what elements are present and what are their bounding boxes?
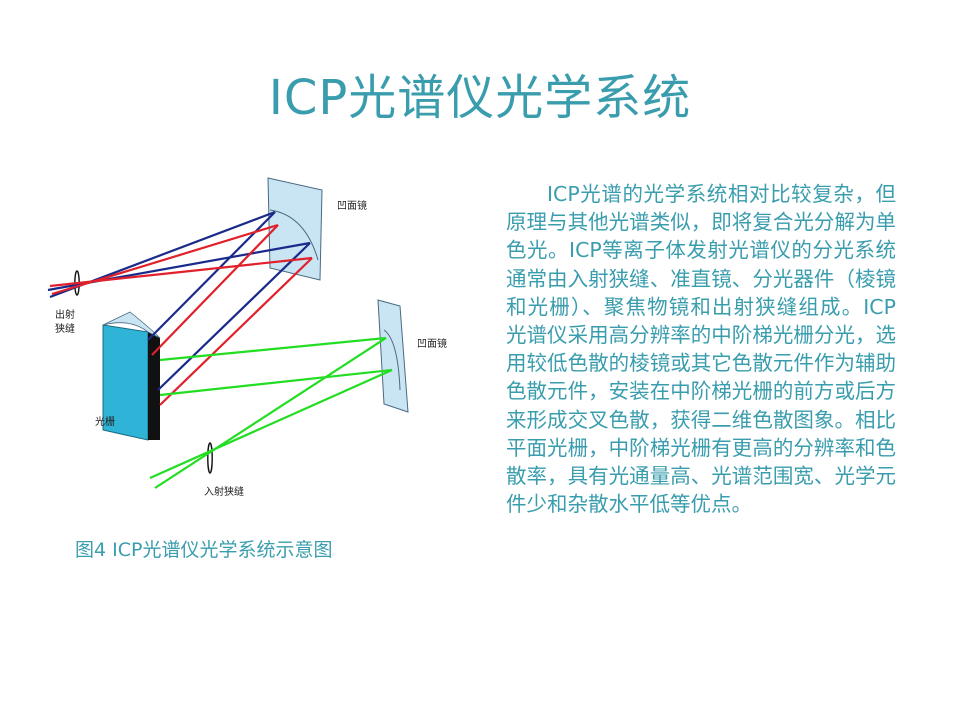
label-entrance-slit: 入射狭缝	[204, 485, 244, 498]
label-grating: 光栅	[95, 415, 115, 428]
optical-system-diagram: 凹面镜 凹面镜 出射 狭缝 光栅 入射狭缝	[47, 177, 447, 498]
label-exit-slit-line1: 出射	[55, 308, 75, 321]
slide-title: ICP光谱仪光学系统	[268, 70, 692, 126]
figure-caption: 图4 ICP光谱仪光学系统示意图	[75, 539, 333, 561]
concave-mirror-right	[377, 299, 409, 413]
label-concave-mirror-right: 凹面镜	[417, 337, 447, 350]
entrance-slit	[207, 442, 213, 474]
label-concave-mirror-top: 凹面镜	[337, 199, 367, 212]
body-paragraph: ICP光谱的光学系统相对比较复杂，但原理与其他光谱类似，即将复合光分解为单色光。…	[506, 182, 896, 517]
grating	[102, 311, 161, 441]
concave-mirror-top	[267, 177, 323, 281]
green-rays	[149, 336, 393, 489]
label-exit-slit-line2: 狭缝	[55, 322, 75, 335]
red-rays	[49, 223, 313, 406]
